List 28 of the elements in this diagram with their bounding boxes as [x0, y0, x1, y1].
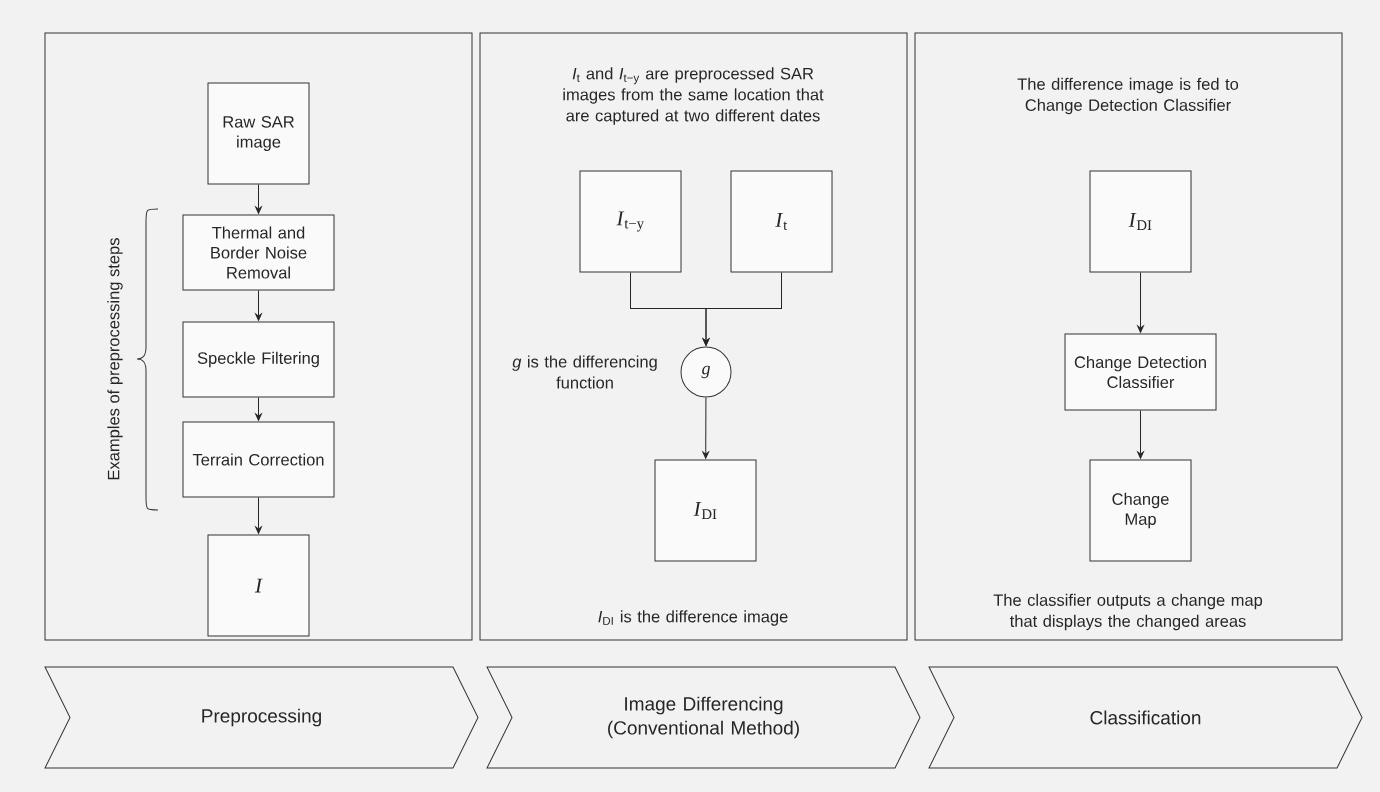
process-box: Speckle Filtering	[182, 321, 335, 398]
image-box: I$_{t−y}$	[579, 170, 682, 273]
image-box: I$_{DI}$	[654, 459, 757, 562]
stage-band: Preprocessing	[44, 666, 479, 769]
process-box: Raw SAR image	[207, 82, 310, 185]
description-text: I$_{DI}$ is the difference image	[598, 610, 788, 626]
process-box: Thermal and Border Noise Removal	[182, 214, 335, 291]
arrow	[1137, 410, 1144, 459]
image-box: I$_{DI}$	[1089, 170, 1192, 273]
stage-band: Image Differencing (Conventional Method)	[486, 666, 921, 769]
arrow	[255, 397, 262, 421]
arrow	[255, 290, 262, 321]
arrow	[255, 497, 262, 534]
image-box: I	[207, 534, 310, 637]
process-box: Change Map	[1089, 459, 1192, 562]
stage-band: Classification	[928, 666, 1363, 769]
description-text: The difference image is fed to Change Detection Classifier	[1017, 77, 1239, 115]
brace-label: Examples of preprocessing steps	[107, 238, 123, 480]
arrow	[255, 184, 262, 214]
arrow	[702, 272, 782, 346]
description-text: I$_{t}$ and I$_{t−y}$ are preprocessed SAR images from the same location that are captured at two different dates	[563, 67, 824, 125]
annotation-text: g is the differencing function	[512, 355, 657, 389]
process-box: Change Detection Classifier	[1064, 333, 1217, 411]
description-text: The classifier outputs a change map that displays the changed areas	[993, 593, 1263, 631]
image-box: I$_{t}$	[730, 170, 833, 273]
arrow	[1137, 272, 1144, 333]
arrow	[702, 397, 710, 459]
process-box: Terrain Correction	[182, 421, 335, 498]
